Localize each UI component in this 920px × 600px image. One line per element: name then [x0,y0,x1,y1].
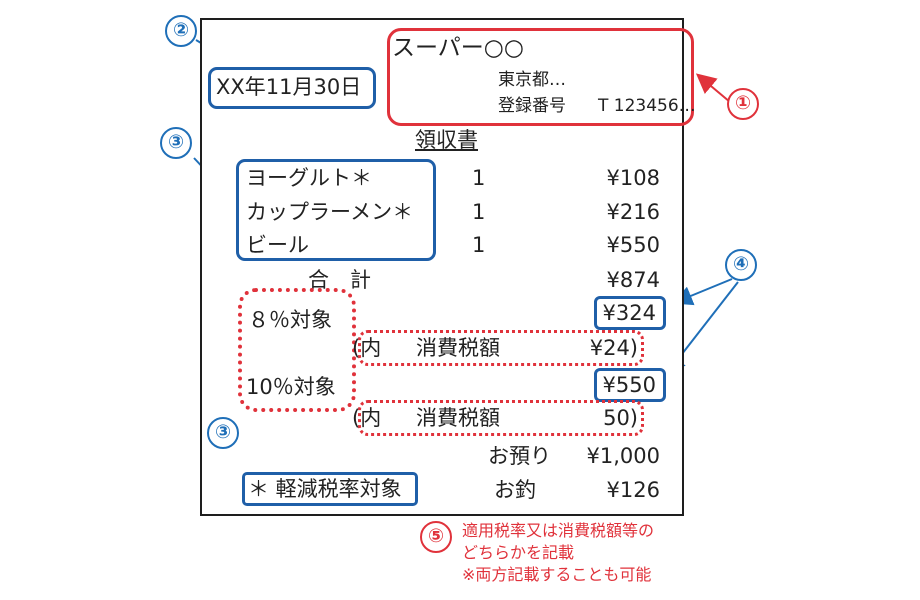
marker-3-top: ③ [160,127,192,159]
registration-number: T 123456… [598,96,696,116]
marker-5: ⑤ [420,521,452,553]
note-line-1: 適用税率又は消費税額等の [462,521,655,540]
store-address: 東京都… [498,70,566,90]
total-value: ¥874 [606,268,660,292]
items-box [236,159,436,261]
tax8-label: 消費税額 [416,336,500,360]
tax8-box [358,330,644,366]
item-qty-3: 1 [472,233,486,257]
tax10-open: (内 [352,406,382,430]
reduced-rate-box [242,472,418,506]
rate10-value: ¥550 [602,373,656,397]
marker-1: ① [727,88,759,120]
tax10-label: 消費税額 [416,406,500,430]
tax10-value: 50) [603,406,638,430]
receipt-title: 領収書 [415,128,478,152]
store-name: スーパー○○ [392,35,524,61]
rate8-label: ８％対象 [248,308,332,332]
rate10-label: 10％対象 [246,375,336,399]
marker-3-bottom: ③ [207,417,239,449]
deposit-value: ¥1,000 [586,444,660,468]
item-qty-2: 1 [472,200,486,224]
receipt-date: XX年11月30日 [216,75,362,99]
change-label: お釣 [494,478,536,502]
item-name-1: ヨーグルト＊ [246,166,372,190]
receipt: XX年11月30日 スーパー○○ 東京都… 登録番号 T 123456… 領収書… [200,18,696,516]
item-name-3: ビール [246,233,309,257]
store-info-box [387,28,694,126]
rate8-value-box [594,296,666,330]
rate8-value: ¥324 [602,301,656,325]
item-price-2: ¥216 [606,200,660,224]
reduced-rate-note: ＊ 軽減税率対象 [248,477,402,501]
marker-2: ② [165,15,197,47]
registration-label: 登録番号 [498,96,566,116]
change-value: ¥126 [606,478,660,502]
deposit-label: お預り [488,444,551,468]
arrow-1 [695,73,731,103]
item-name-2: カップラーメン＊ [246,200,414,224]
rate-labels-box [238,288,356,412]
item-price-1: ¥108 [606,166,660,190]
item-price-3: ¥550 [606,233,660,257]
item-qty-1: 1 [472,166,486,190]
note-line-2: どちらかを記載 [462,543,575,562]
marker-4: ④ [725,249,757,281]
tax8-value: ¥24) [589,336,638,360]
note-line-3: ※両方記載することも可能 [462,565,652,584]
arrow-4-a [672,278,733,306]
tax10-box [358,400,644,436]
tax8-open: (内 [352,336,382,360]
date-box [208,67,376,109]
